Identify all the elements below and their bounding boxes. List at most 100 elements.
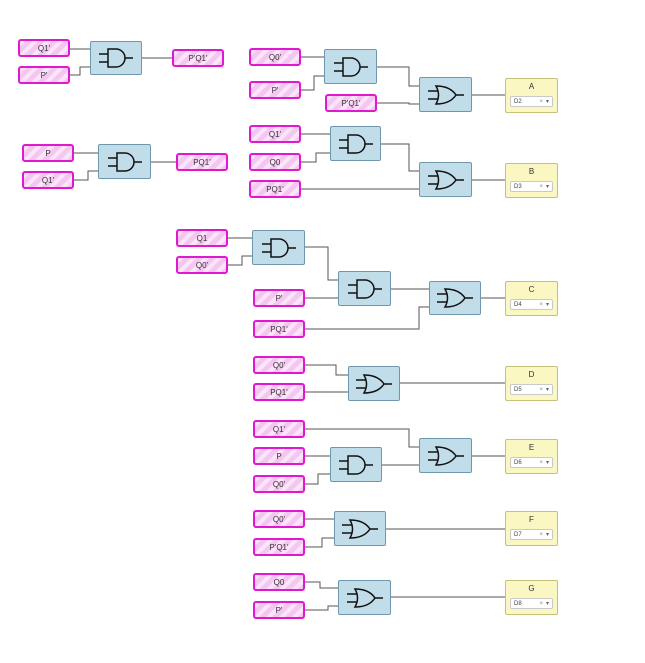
input-pin-q0-not[interactable]: Q0'	[253, 475, 305, 493]
and-gate-icon	[107, 151, 142, 172]
or-gate-icon	[346, 587, 383, 608]
output-label: G	[528, 584, 535, 593]
pin-select-value: D3	[514, 183, 522, 190]
and-gate[interactable]	[330, 447, 382, 482]
input-pin-q0-not[interactable]: Q0'	[249, 48, 301, 66]
input-pin-p-not[interactable]: P'	[253, 601, 305, 619]
clear-icon[interactable]: ×	[539, 531, 543, 538]
wire	[305, 581, 338, 589]
input-pin-q1-not[interactable]: Q1'	[249, 125, 301, 143]
pin-select-value: D8	[514, 600, 522, 607]
and-gate-icon	[261, 237, 296, 258]
pin-select[interactable]: D2 × ▾	[510, 96, 553, 107]
and-gate-icon	[339, 454, 373, 475]
pin-select-value: D5	[514, 386, 522, 393]
output-label: A	[528, 82, 535, 91]
wire	[301, 75, 324, 91]
clear-icon[interactable]: ×	[539, 600, 543, 607]
or-gate[interactable]	[419, 77, 472, 112]
pin-select-value: D2	[514, 98, 522, 105]
input-pin-p[interactable]: P	[22, 144, 74, 162]
and-gate-icon	[338, 133, 373, 154]
clear-icon[interactable]: ×	[539, 183, 543, 190]
pin-select-value: D6	[514, 459, 522, 466]
pin-select[interactable]: D8 × ▾	[510, 598, 553, 609]
or-gate[interactable]	[419, 438, 472, 473]
wire	[305, 473, 330, 485]
and-gate[interactable]	[330, 126, 381, 161]
chevron-down-icon[interactable]: ▾	[545, 460, 549, 466]
input-pin-p-not-q1-not[interactable]: P'Q1'	[325, 94, 377, 112]
and-gate-icon	[99, 48, 133, 68]
input-pin-p-q1-not[interactable]: PQ1'	[253, 320, 305, 338]
and-gate[interactable]	[252, 230, 305, 265]
pin-select[interactable]: D5 × ▾	[510, 384, 553, 395]
output-label: B	[528, 167, 535, 176]
clear-icon[interactable]: ×	[539, 386, 543, 393]
input-pin-q0-not[interactable]: Q0'	[176, 256, 228, 274]
output-e[interactable]: E D6 × ▾	[505, 439, 558, 474]
input-pin-q0[interactable]: Q0	[249, 153, 301, 171]
input-pin-q1-not[interactable]: Q1'	[253, 420, 305, 438]
output-pin-p-q1-not[interactable]: PQ1'	[176, 153, 228, 171]
or-gate[interactable]	[334, 511, 386, 546]
wire	[377, 102, 419, 105]
input-pin-q0-not[interactable]: Q0'	[253, 356, 305, 374]
output-f[interactable]: F D7 × ▾	[505, 511, 558, 546]
chevron-down-icon[interactable]: ▾	[545, 302, 549, 308]
or-gate[interactable]	[338, 580, 391, 615]
output-label: C	[528, 285, 535, 294]
or-gate[interactable]	[348, 366, 400, 401]
pin-select[interactable]: D3 × ▾	[510, 181, 553, 192]
input-pin-p-not[interactable]: P'	[18, 66, 70, 84]
chevron-down-icon[interactable]: ▾	[545, 99, 549, 105]
wire	[381, 143, 419, 172]
input-pin-p-not[interactable]: P'	[249, 81, 301, 99]
input-pin-q1-not[interactable]: Q1'	[22, 171, 74, 189]
wire	[305, 364, 348, 376]
and-gate-icon	[333, 56, 368, 77]
clear-icon[interactable]: ×	[539, 301, 543, 308]
output-a[interactable]: A D2 × ▾	[505, 78, 558, 113]
output-c[interactable]: C D4 × ▾	[505, 281, 558, 316]
wire	[305, 605, 338, 611]
output-g[interactable]: G D8 × ▾	[505, 580, 558, 615]
input-pin-q0-not[interactable]: Q0'	[253, 510, 305, 528]
input-pin-q1-not[interactable]: Q1'	[18, 39, 70, 57]
or-gate-icon	[437, 288, 473, 308]
pin-select[interactable]: D4 × ▾	[510, 299, 553, 310]
clear-icon[interactable]: ×	[539, 98, 543, 105]
chevron-down-icon[interactable]: ▾	[545, 184, 549, 190]
pin-select[interactable]: D7 × ▾	[510, 529, 553, 540]
or-gate[interactable]	[429, 281, 481, 315]
clear-icon[interactable]: ×	[539, 459, 543, 466]
and-gate[interactable]	[324, 49, 377, 84]
chevron-down-icon[interactable]: ▾	[545, 387, 549, 393]
output-d[interactable]: D D5 × ▾	[505, 366, 558, 401]
or-gate-icon	[427, 84, 464, 105]
input-pin-p-q1-not[interactable]: PQ1'	[253, 383, 305, 401]
input-pin-p-not-q1-not[interactable]: P'Q1'	[253, 538, 305, 556]
and-gate[interactable]	[338, 271, 391, 306]
output-label: D	[528, 370, 535, 379]
input-pin-q0[interactable]: Q0	[253, 573, 305, 591]
output-label: E	[528, 443, 535, 452]
wire	[74, 170, 98, 181]
and-gate[interactable]	[90, 41, 142, 75]
chevron-down-icon[interactable]: ▾	[545, 601, 549, 607]
wire	[305, 428, 419, 448]
input-pin-p-q1-not[interactable]: PQ1'	[249, 180, 301, 198]
input-pin-q1[interactable]: Q1	[176, 229, 228, 247]
and-gate[interactable]	[98, 144, 151, 179]
chevron-down-icon[interactable]: ▾	[545, 532, 549, 538]
pin-select-value: D4	[514, 301, 522, 308]
wire	[305, 537, 334, 548]
wire	[301, 152, 330, 163]
input-pin-p-not[interactable]: P'	[253, 289, 305, 307]
output-pin-p-not-q1-not[interactable]: P'Q1'	[172, 49, 224, 67]
input-pin-p[interactable]: P	[253, 447, 305, 465]
or-gate[interactable]	[419, 162, 472, 197]
pin-select[interactable]: D6 × ▾	[510, 457, 553, 468]
output-b[interactable]: B D3 × ▾	[505, 163, 558, 198]
wire	[305, 306, 429, 330]
